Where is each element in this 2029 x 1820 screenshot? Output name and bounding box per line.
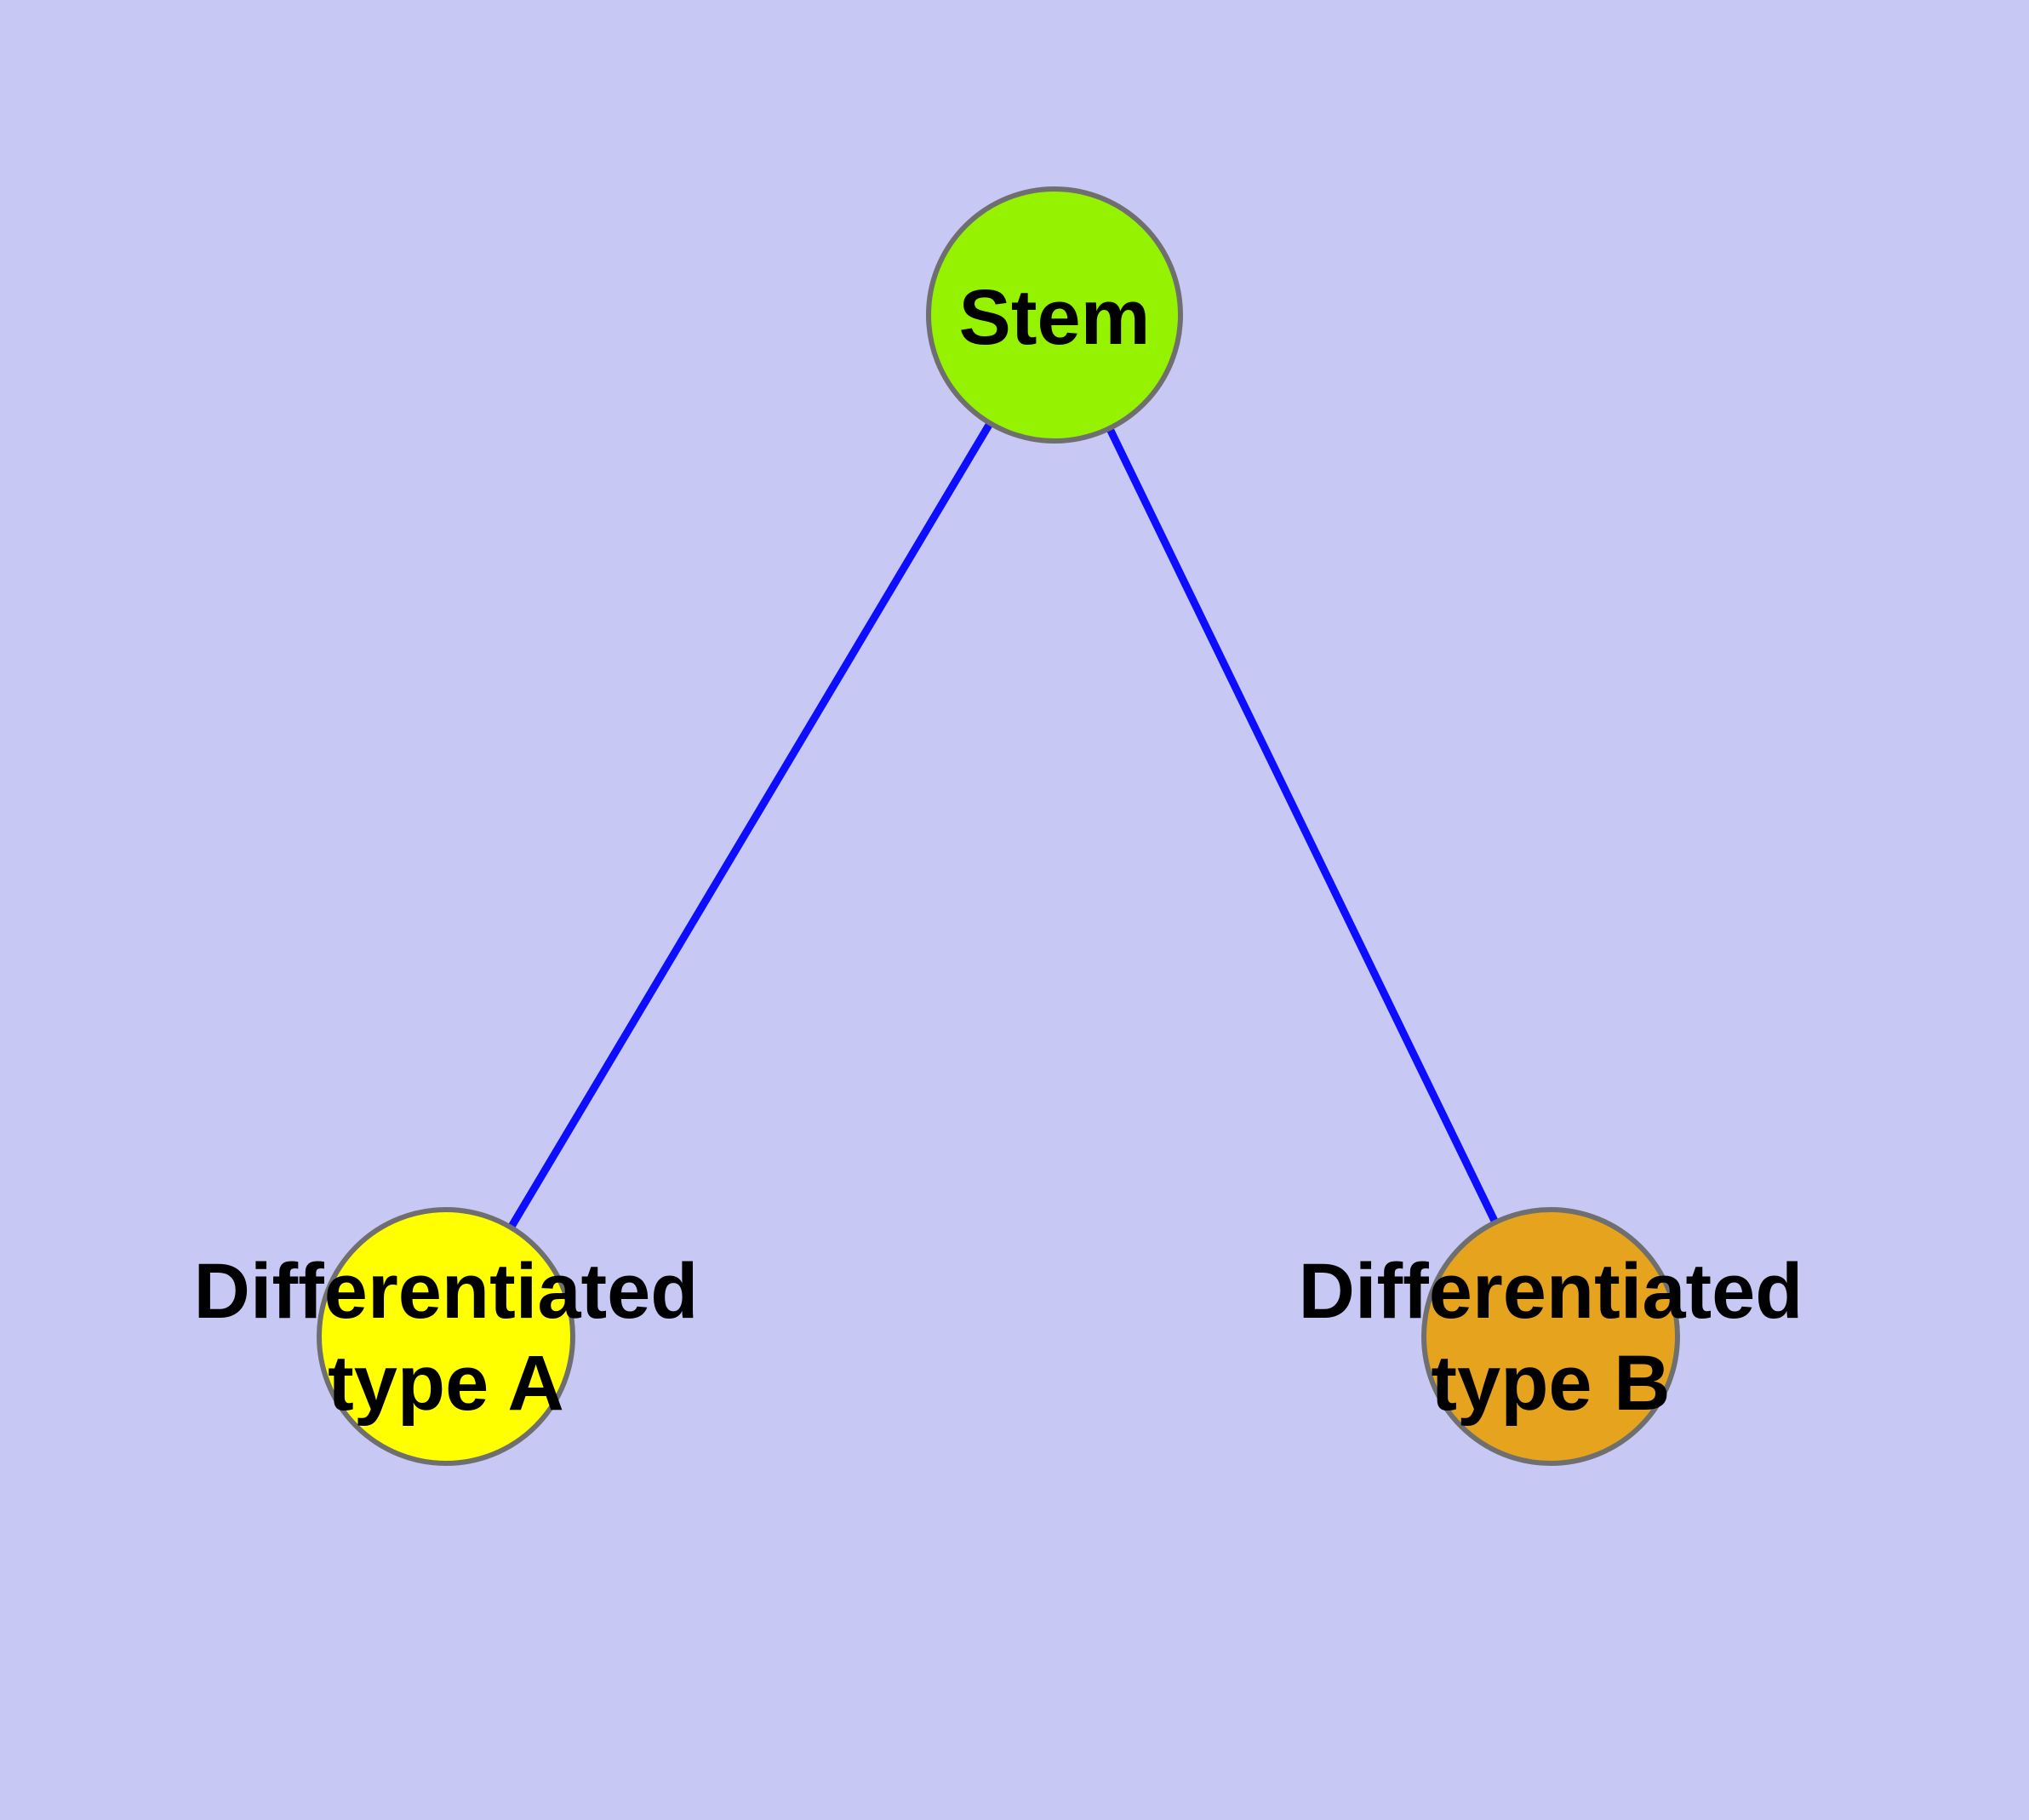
node-type-b-label-line2: type B <box>1431 1340 1670 1427</box>
node-type-b-label-line1: Differentiated <box>1299 1248 1803 1335</box>
node-stem-label: Stem <box>959 274 1151 361</box>
node-type-a-label-line1: Differentiated <box>194 1248 699 1335</box>
node-differentiated-type-b[interactable] <box>1421 1207 1680 1466</box>
node-differentiated-type-a[interactable] <box>317 1207 575 1466</box>
edge-stem-to-type-a <box>443 312 1058 1339</box>
node-stem[interactable] <box>926 186 1183 444</box>
edge-stem-to-type-b <box>1050 313 1555 1338</box>
node-type-a-label-line2: type A <box>328 1340 564 1427</box>
